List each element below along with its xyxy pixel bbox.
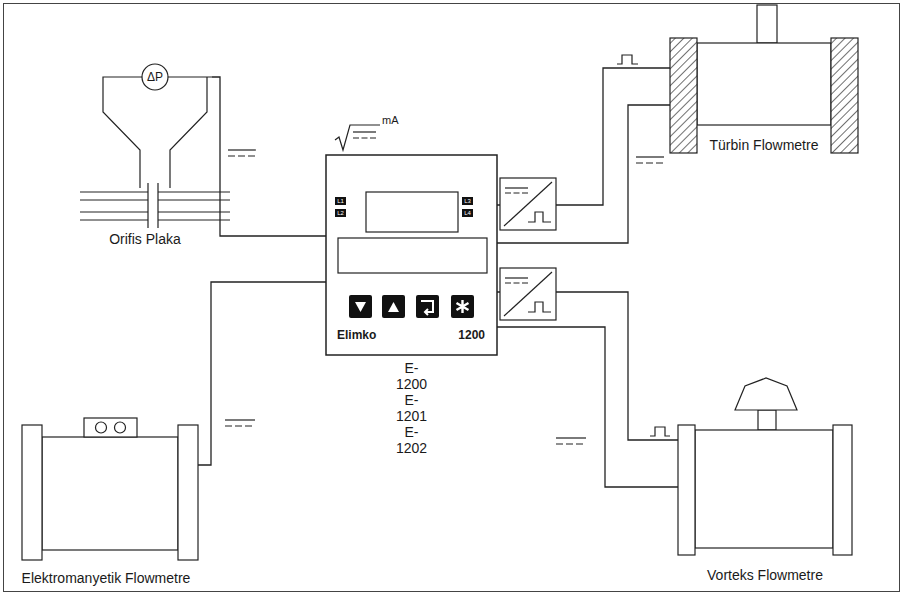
orifice-node: Orifis Plaka xyxy=(78,55,212,251)
electromagnetic-flowmeter-symbol xyxy=(22,418,198,560)
node-label: Orifis Plaka xyxy=(78,231,212,248)
indicator-node: Elimko1200E-1200 E-1201 E-1202 xyxy=(326,155,497,410)
led-label: L1 xyxy=(337,198,344,204)
sqrt-ma-symbol xyxy=(335,125,380,150)
delta-p-label: ΔP xyxy=(147,71,163,83)
node-label: Elektromanyetik Flowmetre xyxy=(14,570,198,587)
node-label: Türbin Flowmetre xyxy=(670,137,858,154)
turbine-node: Türbin Flowmetre xyxy=(670,38,858,158)
dc-signal-symbol xyxy=(225,150,664,444)
led-label: L3 xyxy=(464,198,471,204)
signal-wire xyxy=(497,105,670,243)
led-label: L4 xyxy=(464,210,471,216)
vortex-node: Vorteks Flowmetre xyxy=(678,378,852,588)
brand-name: Elimko xyxy=(337,328,376,343)
model-list: E-1200 E-1201 E-1202 xyxy=(396,360,427,456)
signal-wire xyxy=(212,77,326,236)
indicator-device-panel xyxy=(326,155,497,355)
electromagnetic-node: Elektromanyetik Flowmetre xyxy=(14,418,198,590)
signal-unit: mA xyxy=(382,115,399,126)
model-number: 1200 xyxy=(458,328,485,343)
pulse-converter-symbol xyxy=(500,178,556,230)
node-label: Vorteks Flowmetre xyxy=(678,567,852,584)
signal-wire xyxy=(497,327,678,487)
pulse-signal-symbol xyxy=(617,55,670,436)
turbine-flowmeter-symbol xyxy=(670,5,858,153)
orifice-plate-symbol xyxy=(80,64,230,228)
signal-wire xyxy=(198,282,326,465)
led-label: L2 xyxy=(337,210,344,216)
vortex-flowmeter-symbol xyxy=(678,378,852,555)
frame xyxy=(4,4,900,592)
pulse-converter-symbol xyxy=(500,268,556,320)
